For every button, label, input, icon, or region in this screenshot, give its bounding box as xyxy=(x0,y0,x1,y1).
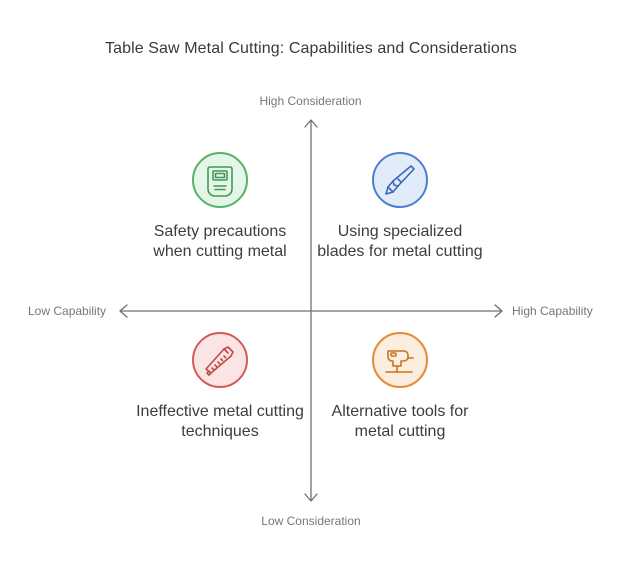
quadrant-bottom-left-label: Ineffective metal cutting techniques xyxy=(136,403,304,440)
hacksaw-icon xyxy=(205,346,234,376)
arrow-up-icon xyxy=(304,119,318,128)
quadrant-top-right-badge xyxy=(372,152,428,208)
axis-label-high-capability: High Capability xyxy=(512,304,593,318)
quadrant-top-left-badge xyxy=(192,152,248,208)
axis-label-high-consideration: High Consideration xyxy=(259,94,362,108)
arrow-right-icon xyxy=(494,304,503,318)
jigsaw-icon xyxy=(385,350,414,373)
quadrant-bottom-left-badge xyxy=(192,332,248,388)
arrow-left-icon xyxy=(119,304,128,318)
axis-label-low-consideration: Low Consideration xyxy=(261,514,361,528)
quadrant-bottom-right-badge xyxy=(372,332,428,388)
quadrant-top-left-label: Safety precautions when cutting metal xyxy=(153,223,287,260)
quadrant-bottom-right-label: Alternative tools for metal cutting xyxy=(331,403,469,440)
quadrant-top-right-label: Using specialized blades for metal cutti… xyxy=(317,223,483,260)
arrow-down-icon xyxy=(304,493,318,502)
welding-mask-icon xyxy=(207,166,233,197)
diagram-title: Table Saw Metal Cutting: Capabilities an… xyxy=(104,40,518,57)
blade-knife-icon xyxy=(385,165,415,195)
axis-label-low-capability: Low Capability xyxy=(28,304,107,318)
